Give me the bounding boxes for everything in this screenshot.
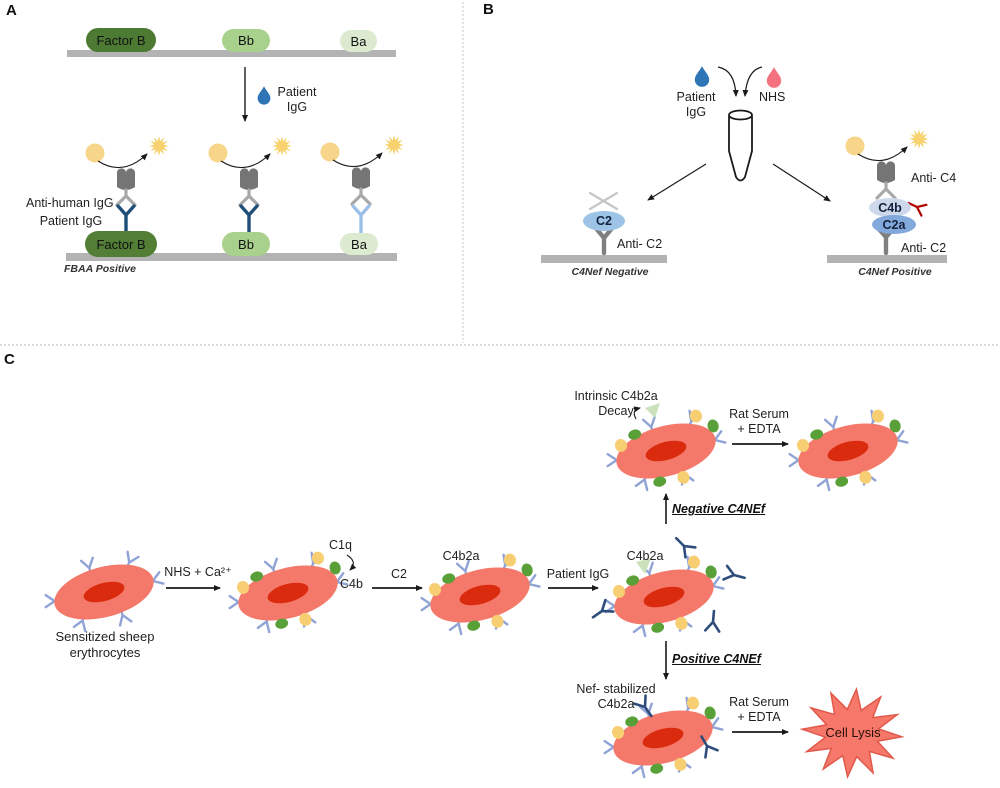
left-result-arrow [647,163,707,201]
right-result-arrow [772,163,831,202]
free-antibody-icon [722,564,748,586]
c1q-label: C1q [329,538,352,552]
assay-plate-bar [541,255,667,263]
ba-pill-top: Ba [340,30,377,52]
pour-arrow [717,66,739,97]
cell-lysis-label: Cell Lysis [825,725,881,740]
test-tube-icon [728,116,753,182]
assay-plate-bar [66,253,397,261]
c4b2a-label-cell4: C4b2a [626,549,664,563]
ba-pill-bottom: Ba [340,233,378,255]
c4b-label: C4b [340,577,363,591]
c4nef-negative-caption: C4Nef Negative [571,266,649,278]
detection-complex-icon [86,136,170,205]
nhs-drop-icon [766,67,782,88]
positive-c4nef-label: Positive C4NEf [672,652,761,666]
rat-serum-bottom-label: Rat Serum + EDTA [729,695,789,724]
detection-complex-icon [846,129,930,198]
negative-c4nef-label: Negative C4NEf [672,502,766,516]
panel-a-label: A [6,2,17,19]
nef-stabilized-label: Nef- stabilized C4b2a [576,682,656,711]
nhs-ca-step-label: NHS + Ca²⁺ [164,565,232,579]
sensitized-cell-label: Sensitized sheep erythrocytes [55,629,155,660]
patient-igg-step-label: Patient IgG [546,567,610,581]
decay-wedge-icon [645,403,660,418]
patient-igg-drop-icon [257,86,271,105]
patient-igg-drop-label-b: Patient IgG [676,90,716,119]
test-tube-mouth [728,109,753,121]
anti-c2-label-left: Anti- C2 [617,237,663,251]
pour-arrow [742,66,763,97]
bb-pill-top: Bb [222,29,270,52]
patient-antibody-icon [239,204,259,235]
assay-plate-bar [827,255,947,263]
c4nef-positive-caption: C4Nef Positive [858,266,932,278]
factor-b-pill-bottom: Factor B [85,231,157,257]
anti-human-igg-label: Anti-human IgG [26,196,114,210]
fbaa-positive-caption: FBAA Positive [64,263,136,275]
c4b2a-label-cell3: C4b2a [442,549,480,563]
weak-antibody-icon [351,204,371,235]
membrane-bar [67,50,396,57]
free-antibody-icon [669,531,697,559]
panel-a-shapes [66,50,404,261]
patient-igg-drop-icon [694,66,710,87]
intrinsic-decay-label: Intrinsic C4b2a Decay [574,389,658,418]
panel-b-label: B [483,1,494,18]
nhs-drop-label: NHS [759,90,786,104]
decay-arrow [633,406,641,420]
erythrocyte-cell [36,542,170,643]
anti-c2-label-right: Anti- C2 [901,241,947,255]
free-antibody-icon [703,609,723,633]
patient-igg-drop-label: Patient IgG [277,85,317,114]
panel-dividers [0,2,1000,346]
c4b-molecule: C4b [869,198,911,217]
c1q-c4b-arrow [346,554,357,571]
no-binding-x-icon [588,191,619,211]
factor-b-pill-top: Factor B [86,28,156,52]
bb-pill-bottom: Bb [222,232,270,256]
c2-step-label: C2 [391,567,407,581]
detection-complex-icon [321,135,405,204]
detection-complex-icon [209,136,293,205]
patient-igg-label: Patient IgG [39,214,103,228]
panel-c-label: C [4,351,15,368]
anti-c4-label: Anti- C4 [911,171,957,185]
c2-molecule: C2 [583,211,625,231]
erythrocyte-cell-intact [780,401,914,502]
erythrocyte-cell-c4b [220,543,354,644]
cell-lysis-burst [799,686,905,780]
panel-c-shapes [36,401,914,788]
rat-serum-top-label: Rat Serum + EDTA [729,407,789,436]
decay-wedge-icon [636,558,651,574]
c2a-molecule: C2a [872,215,916,234]
